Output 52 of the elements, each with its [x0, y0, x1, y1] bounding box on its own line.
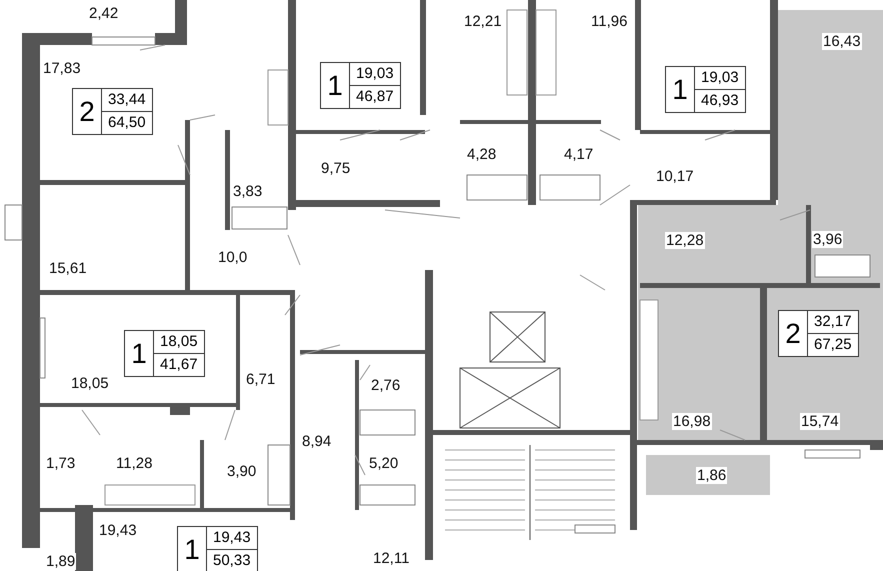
total-area: 67,25 [808, 333, 858, 356]
apartment-badge [72, 88, 153, 135]
room-area: 15,61 [48, 260, 88, 277]
room-area: 10,17 [655, 168, 695, 185]
room-area: 8,94 [301, 433, 332, 450]
total-area: 46,93 [695, 89, 745, 112]
room-area: 2,76 [370, 377, 402, 394]
room-area: 15,74 [800, 413, 840, 430]
room-area: 17,83 [42, 60, 82, 77]
total-area: 50,33 [207, 549, 257, 571]
room-area: 18,05 [70, 375, 110, 392]
living-area: 19,43 [207, 527, 257, 549]
room-area: 1,86 [696, 467, 728, 484]
room-area: 1,73 [45, 455, 76, 472]
room-area: 2,42 [88, 5, 120, 22]
room-area: 11,28 [115, 455, 154, 472]
living-area: 18,05 [154, 331, 204, 353]
room-area: 16,43 [822, 33, 862, 50]
living-area: 32,17 [808, 311, 858, 333]
room-area: 19,43 [98, 522, 138, 539]
total-area: 46,87 [350, 85, 400, 108]
room-count: 2 [779, 311, 808, 356]
room-count: 1 [125, 331, 154, 376]
room-area: 6,71 [245, 371, 276, 388]
room-area: 12,21 [463, 13, 503, 30]
living-area: 33,44 [102, 89, 152, 111]
room-area: 3,90 [226, 463, 258, 480]
room-count: 1 [178, 527, 207, 571]
room-area: 9,75 [320, 160, 352, 177]
total-area: 41,67 [154, 353, 204, 376]
room-area: 4,28 [466, 146, 498, 163]
room-count: 1 [666, 67, 695, 112]
apartment-badge [124, 330, 205, 377]
room-area: 1,89 [45, 553, 76, 570]
room-area: 4,17 [563, 146, 594, 163]
total-area: 64,50 [102, 111, 152, 134]
living-area: 19,03 [350, 63, 400, 85]
apartment-badge [665, 66, 746, 113]
room-area: 3,83 [232, 183, 264, 200]
living-area: 19,03 [695, 67, 745, 89]
apartment-badge [320, 62, 401, 109]
room-count: 2 [73, 89, 102, 134]
room-area: 12,11 [372, 550, 410, 567]
room-area: 11,96 [590, 13, 628, 30]
room-area: 5,20 [368, 455, 400, 472]
room-count: 1 [321, 63, 350, 108]
room-area: 10,0 [217, 249, 248, 266]
room-area: 12,28 [665, 232, 705, 249]
room-area: 16,98 [672, 413, 712, 430]
apartment-badge [778, 310, 859, 357]
apartment-badge [177, 526, 258, 571]
room-area: 3,96 [812, 231, 844, 248]
